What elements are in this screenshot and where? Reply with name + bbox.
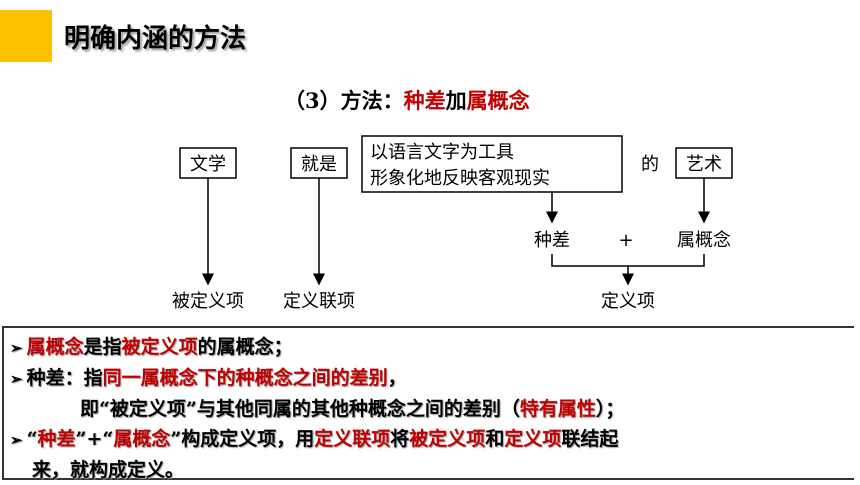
text-explain-tail: ）； bbox=[595, 398, 625, 420]
text-copula: 定义联项 bbox=[314, 428, 391, 450]
bullet-genus: ➢属概念是指被定义项的属概念； bbox=[10, 332, 850, 363]
bullet-arrow-icon: ➢ bbox=[10, 431, 23, 449]
text-comma: ， bbox=[387, 367, 407, 389]
text-jiang: 将 bbox=[390, 428, 410, 450]
bullet-species-diff: ➢种差：指同一属概念下的种概念之间的差别， bbox=[10, 363, 850, 394]
label-definiens: 定义项 bbox=[601, 291, 655, 312]
bracket bbox=[551, 254, 705, 267]
explanation-box: ➢属概念是指被定义项的属概念； ➢种差：指同一属概念下的种概念之间的差别， 即“… bbox=[2, 326, 854, 481]
title-accent-bar bbox=[0, 10, 52, 62]
bullet-arrow-icon: ➢ bbox=[10, 370, 23, 388]
label-copula: 定义联项 bbox=[283, 291, 355, 312]
text-q2: ”+“ bbox=[75, 428, 114, 450]
label-genus: 属概念 bbox=[677, 229, 731, 251]
text-compose: ”构成定义项，用 bbox=[170, 428, 315, 450]
subtitle-genus: 属概念 bbox=[466, 88, 530, 113]
subtitle: （3）方法：种差加属概念 bbox=[284, 85, 530, 115]
box-description-line1: 以语言文字为工具 bbox=[370, 142, 514, 163]
text-species-diff-2: 种差 bbox=[37, 428, 76, 450]
label-definiendum: 被定义项 bbox=[172, 291, 244, 312]
text-definiens: 定义项 bbox=[504, 428, 562, 450]
subtitle-species-diff: 种差 bbox=[403, 88, 446, 113]
text-species-diff-head: 种差：指 bbox=[26, 367, 103, 389]
definition-diagram: 文学 就是 以语言文字为工具 形象化地反映客观现实 的 艺术 种差 + 属概念 … bbox=[172, 135, 733, 312]
text-he: 和 bbox=[485, 428, 505, 450]
box-is-label: 就是 bbox=[301, 154, 337, 175]
page-title: 明确内涵的方法 bbox=[64, 24, 247, 54]
subtitle-prefix: （3）方法： bbox=[284, 88, 404, 113]
bullet-arrow-icon: ➢ bbox=[10, 339, 23, 357]
text-genus-tail: 的属概念； bbox=[197, 336, 293, 358]
text-genus-2: 属概念 bbox=[113, 428, 171, 450]
subtitle-mid: 加 bbox=[445, 88, 467, 113]
box-description bbox=[361, 135, 623, 193]
label-species-diff: 种差 bbox=[534, 230, 570, 251]
box-art-label: 艺术 bbox=[686, 154, 722, 175]
text-genus: 属概念 bbox=[26, 336, 84, 358]
box-literature-label: 文学 bbox=[190, 154, 226, 175]
text-definiendum: 被定义项 bbox=[121, 336, 198, 358]
text-explain: 即“被定义项”与其他同属的其他种概念之间的差别（ bbox=[80, 398, 520, 420]
text-unique-attr: 特有属性 bbox=[519, 398, 596, 420]
text-refers: 是指 bbox=[83, 336, 122, 358]
bullet-species-diff-cont: 即“被定义项”与其他同属的其他种概念之间的差别（特有属性）； bbox=[10, 394, 850, 424]
text-q1: “ bbox=[26, 428, 38, 450]
text-species-diff-def: 同一属概念下的种概念之间的差别 bbox=[102, 367, 388, 389]
bullet-compose-cont: 来，就构成定义。 bbox=[32, 459, 185, 481]
particle-de: 的 bbox=[641, 154, 659, 175]
box-description-line2: 形象化地反映客观现实 bbox=[370, 168, 550, 189]
label-plus: + bbox=[618, 230, 633, 251]
bullet-compose: ➢“种差”+“属概念”构成定义项，用定义联项将被定义项和定义项联结起 bbox=[10, 424, 850, 455]
text-link: 联结起 bbox=[561, 428, 619, 450]
text-definiendum-2: 被定义项 bbox=[409, 428, 486, 450]
